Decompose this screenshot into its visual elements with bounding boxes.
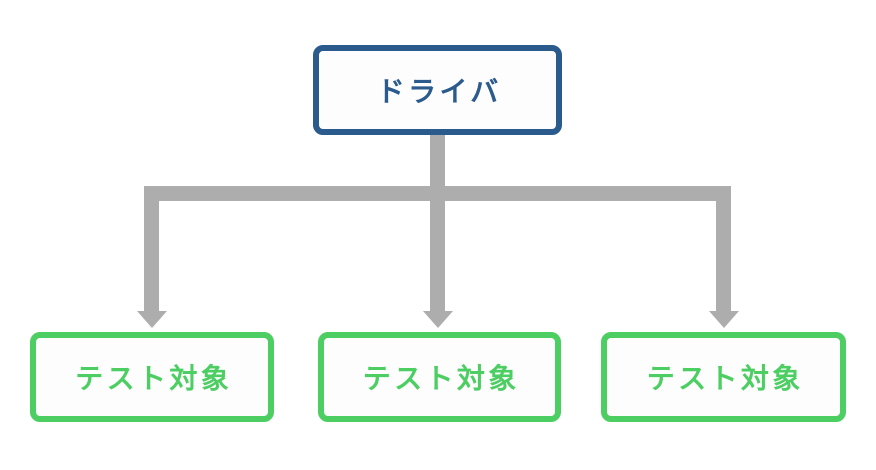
test-target-node-3-label: テスト対象: [646, 363, 804, 394]
test-target-node-1: テスト対象: [30, 332, 274, 422]
driver-node: ドライバ: [313, 45, 562, 135]
connector-horizontal-bar: [144, 186, 731, 201]
connector-stem-left: [144, 186, 159, 311]
arrowhead-center-icon: [423, 311, 453, 328]
driver-node-label: ドライバ: [376, 76, 502, 107]
connector-stem-driver: [430, 135, 445, 311]
test-target-node-1-label: テスト対象: [75, 363, 233, 394]
connector-stem-right: [716, 186, 731, 311]
test-target-node-2-label: テスト対象: [362, 363, 520, 394]
arrowhead-left-icon: [137, 311, 167, 328]
test-target-node-2: テスト対象: [318, 332, 561, 422]
test-target-node-3: テスト対象: [601, 332, 846, 422]
arrowhead-right-icon: [709, 311, 739, 328]
